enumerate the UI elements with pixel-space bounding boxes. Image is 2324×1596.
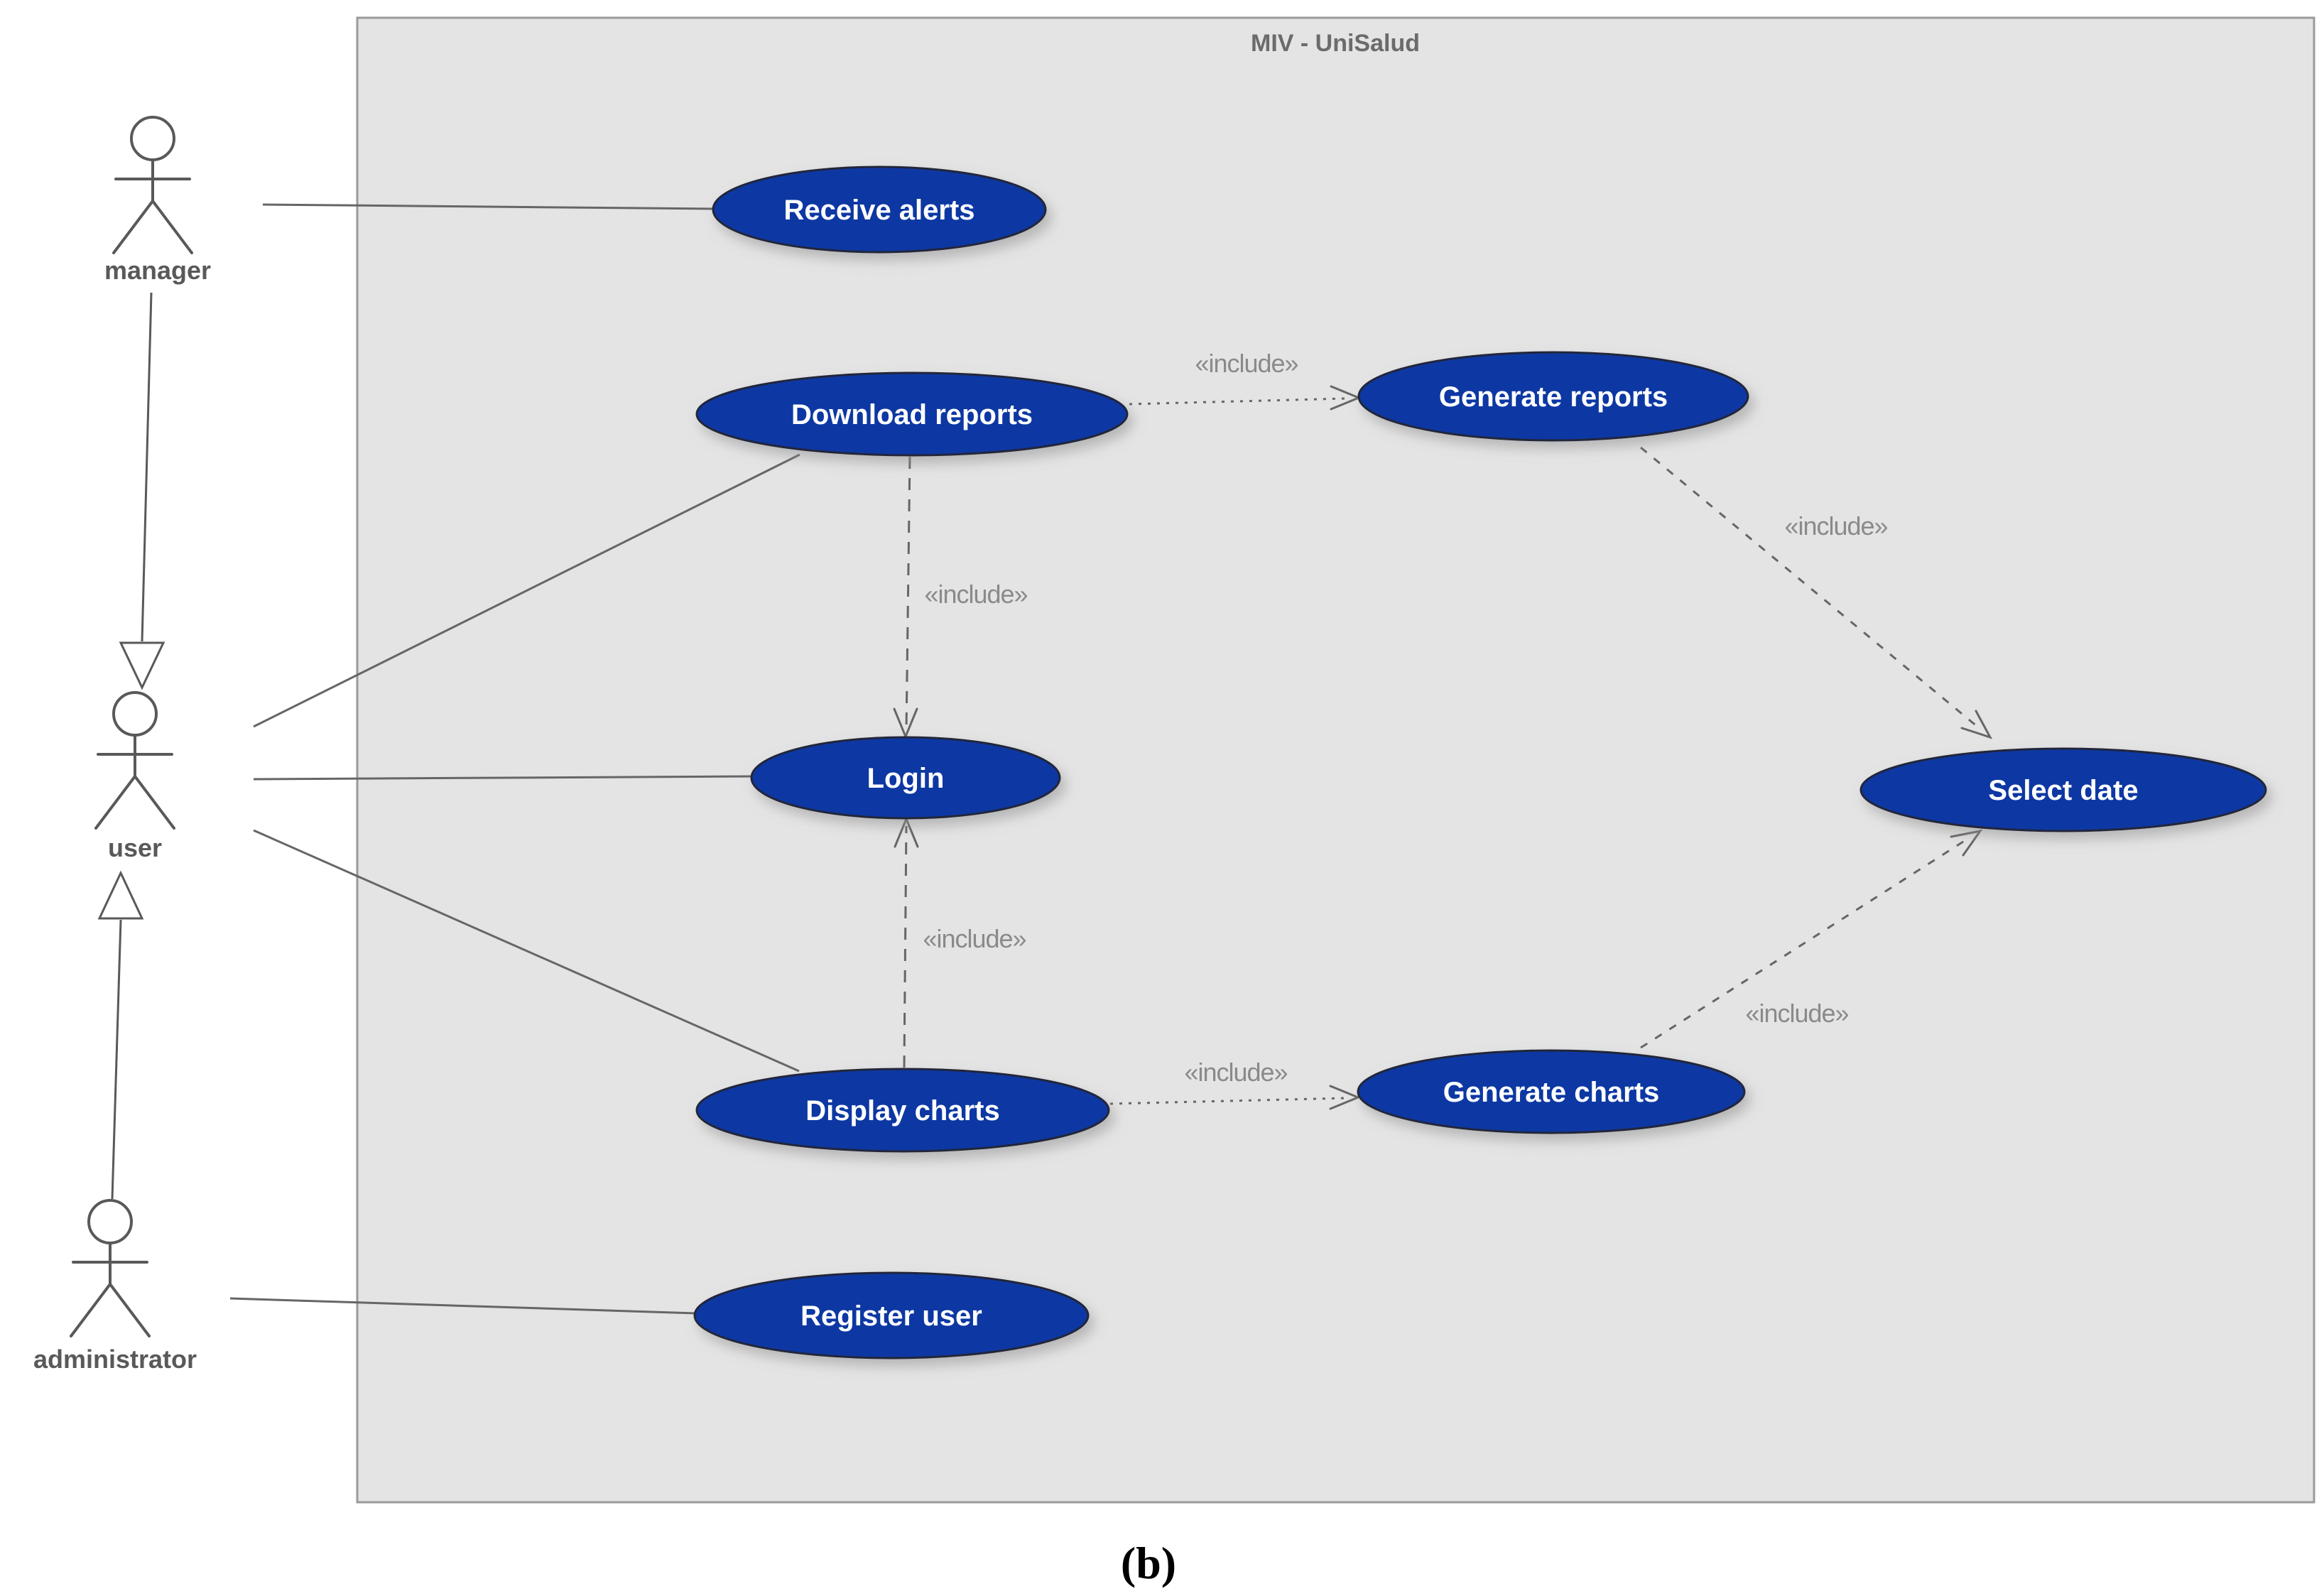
include-label: «include»	[1745, 999, 1848, 1028]
generalization-administrator-user	[97, 870, 144, 1200]
association-user-login	[253, 775, 754, 781]
arrowhead-icon	[1329, 1085, 1361, 1110]
actor-administrator: administrator	[33, 1199, 197, 1374]
usecase-label: Select date	[1988, 775, 2138, 806]
usecase-label: Generate charts	[1443, 1077, 1660, 1108]
usecase-ellipse	[693, 1271, 1090, 1359]
arrowhead-icon	[1960, 710, 1993, 739]
actor-label: manager	[104, 256, 211, 285]
usecase-label: Display charts	[805, 1095, 999, 1127]
include-label: «include»	[1195, 349, 1298, 378]
include-labels: «include» «include» «include» «include» …	[923, 349, 1888, 1087]
actor-manager: manager	[104, 116, 211, 285]
association-user-download-reports	[253, 453, 800, 728]
usecase-receive-alerts: Receive alerts	[712, 165, 1047, 254]
include-label: «include»	[1784, 511, 1887, 541]
include-edge-display-generate-charts	[1109, 1097, 1347, 1105]
usecase-login: Login	[750, 736, 1061, 820]
generalization-triangle-icon	[119, 641, 165, 690]
include-edge-download-login	[905, 456, 911, 732]
actor-user: user	[94, 691, 175, 862]
generalization-manager-user	[119, 292, 165, 690]
usecase-register-user: Register user	[693, 1271, 1090, 1359]
generalization-line	[111, 919, 122, 1200]
usecase-ellipse	[1357, 351, 1749, 442]
association-user-display-charts	[253, 829, 800, 1073]
include-label: «include»	[923, 924, 1026, 953]
usecase-label: Download reports	[791, 399, 1033, 430]
usecase-label: Generate reports	[1439, 381, 1668, 413]
association-edges	[229, 203, 800, 1315]
generalization-triangle-icon	[97, 870, 144, 920]
figure-caption: (b)	[1121, 1538, 1176, 1588]
usecase-select-date: Select date	[1859, 747, 2267, 832]
actor-icon	[112, 116, 193, 254]
usecase-generate-charts: Generate charts	[1357, 1049, 1746, 1134]
actor-icon	[70, 1199, 151, 1337]
usecase-label: Login	[867, 763, 945, 794]
generalization-line	[141, 292, 153, 642]
system-boundary-title: MIV - UniSalud	[1251, 30, 1420, 57]
association-administrator-register-user	[229, 1297, 697, 1315]
actor-icon	[94, 691, 175, 830]
include-edge-generate-charts-select-date	[1640, 835, 1972, 1049]
usecase-ellipse	[695, 371, 1129, 457]
include-label: «include»	[1184, 1058, 1287, 1087]
usecase-ellipse	[712, 165, 1047, 254]
include-edges	[893, 385, 1993, 1110]
actor-label: user	[108, 833, 162, 862]
usecase-label: Register user	[800, 1301, 982, 1332]
arrowhead-icon	[1950, 829, 1983, 857]
association-manager-receive-alerts	[262, 203, 715, 210]
usecase-ellipse	[1357, 1049, 1746, 1134]
include-label: «include»	[924, 580, 1027, 609]
usecase-generate-reports: Generate reports	[1357, 351, 1749, 442]
usecase-download-reports: Download reports	[695, 371, 1129, 457]
include-edge-display-login	[903, 825, 908, 1068]
usecase-label: Receive alerts	[783, 195, 974, 226]
usecase-ellipse	[750, 736, 1061, 820]
include-edge-generate-reports-select-date	[1640, 446, 1982, 732]
usecase-display-charts: Display charts	[695, 1068, 1110, 1153]
usecase-ellipse	[1859, 747, 2267, 832]
usecase-ellipse	[695, 1068, 1110, 1153]
actor-label: administrator	[33, 1345, 197, 1374]
